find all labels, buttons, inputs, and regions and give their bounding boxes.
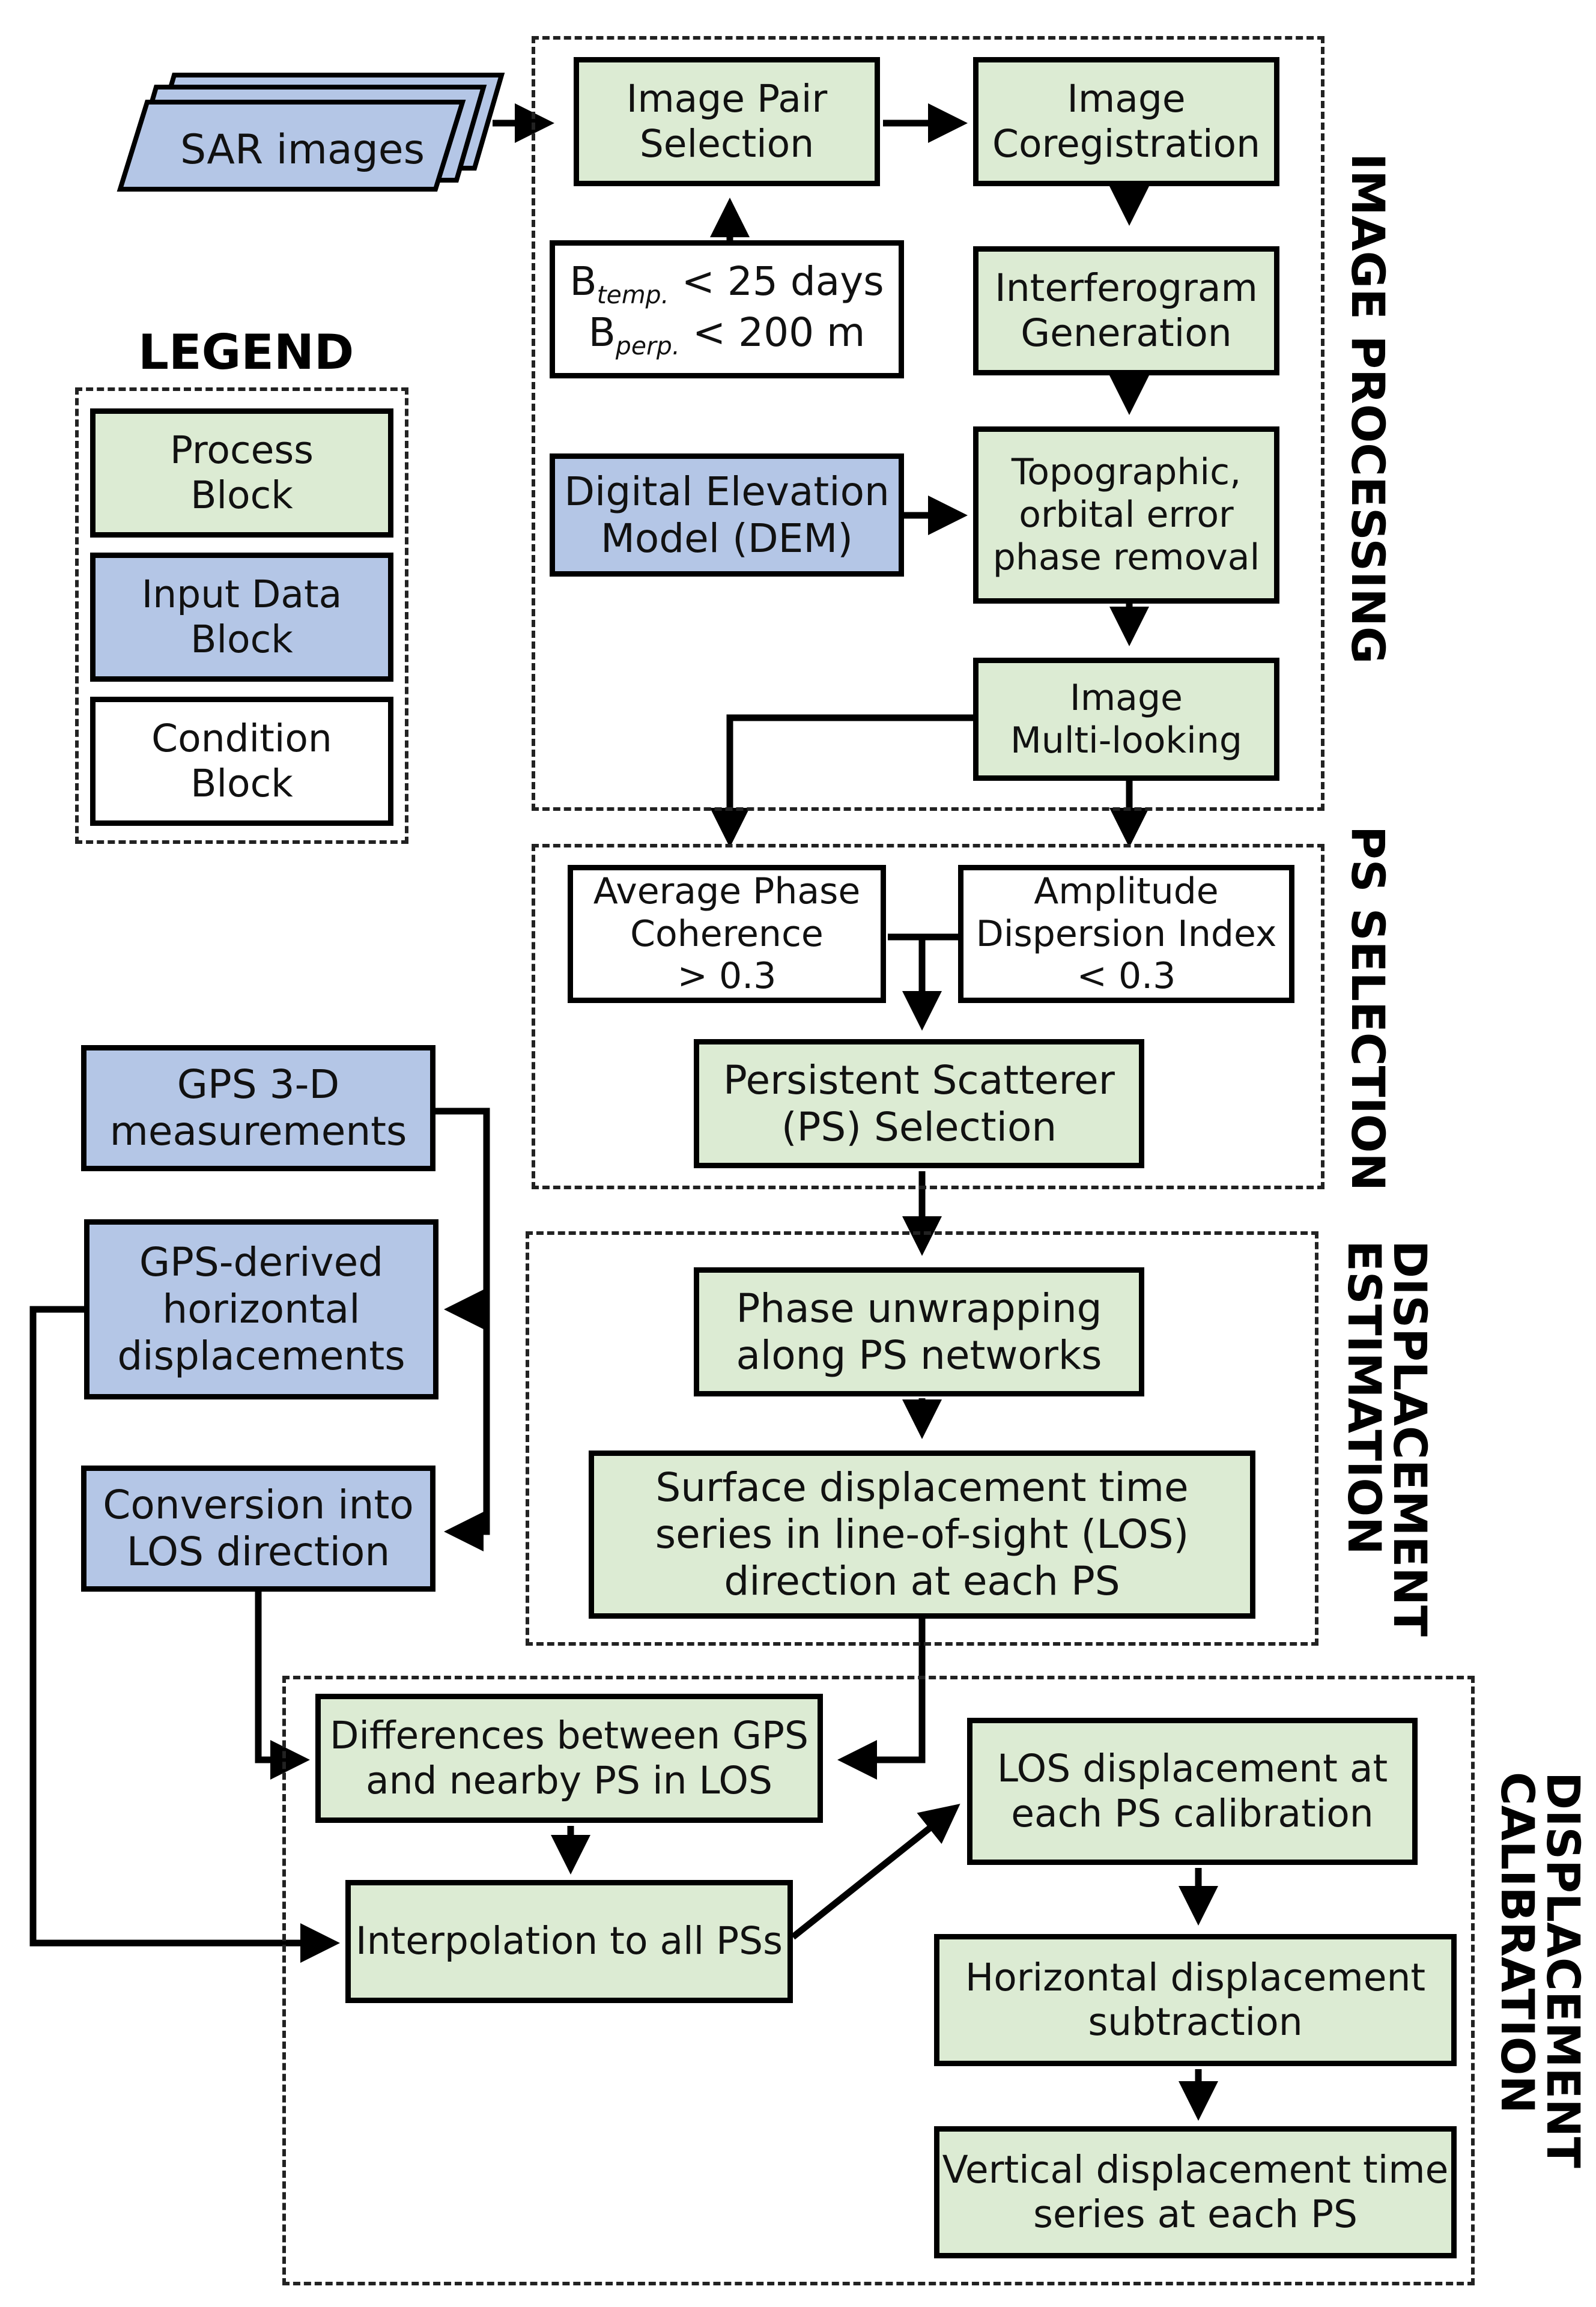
- los-displacement-calibration: LOS displacement at each PS calibration: [967, 1718, 1418, 1865]
- amplitude-dispersion-condition: Amplitude Dispersion Index < 0.3: [958, 865, 1294, 1003]
- legend-condition-label: Condition Block: [151, 717, 332, 805]
- phase-unwrapping-label: Phase unwrapping along PS networks: [736, 1285, 1102, 1378]
- interferogram-generation: Interferogram Generation: [973, 246, 1279, 375]
- surface-displacement-time-series: Surface displacement time series in line…: [589, 1451, 1255, 1619]
- temporal-baseline-symbol: B: [569, 258, 597, 305]
- interpolation-all-ps: Interpolation to all PSs: [345, 1880, 793, 2003]
- image-pair-selection: Image Pair Selection: [574, 57, 880, 186]
- image-multilooking: Image Multi-looking: [973, 658, 1279, 781]
- sar-stack-front: [117, 100, 466, 192]
- region-displacement-calibration: [282, 1676, 1475, 2285]
- image-pair-selection-label: Image Pair Selection: [626, 77, 828, 166]
- image-coregistration: Image Coregistration: [973, 57, 1279, 186]
- region-image-processing: [532, 36, 1324, 811]
- arrow-interpolation-to-los: [790, 1804, 960, 1940]
- temporal-baseline-subscript: temp.: [596, 280, 669, 309]
- gps-3d-measurements: GPS 3-D measurements: [81, 1045, 435, 1171]
- conversion-los-direction: Conversion into LOS direction: [81, 1466, 435, 1592]
- topographic-phase-removal: Topographic, orbital error phase removal: [973, 426, 1279, 604]
- section-title-ps-selection: PS SELECTION: [1341, 826, 1395, 1191]
- legend-title: LEGEND: [138, 324, 354, 380]
- arrow-horizontal-to-interpolation: [29, 1306, 340, 1963]
- arrow-conversion-to-differences: [255, 1592, 310, 1780]
- arrow-gps3d-to-conversion: [435, 1108, 490, 1551]
- differences-gps-ps-label: Differences between GPS and nearby PS in…: [330, 1714, 809, 1802]
- differences-gps-ps: Differences between GPS and nearby PS in…: [315, 1694, 823, 1823]
- los-displacement-calibration-label: LOS displacement at each PS calibration: [997, 1747, 1388, 1836]
- arrow-surface-to-differences: [837, 1619, 926, 1780]
- topographic-phase-removal-label: Topographic, orbital error phase removal: [992, 451, 1260, 578]
- legend-condition-block: Condition Block: [90, 697, 393, 826]
- arrow-conditions-to-ps: [888, 933, 961, 1024]
- persistent-scatterer-selection-label: Persistent Scatterer (PS) Selection: [723, 1056, 1115, 1150]
- temporal-baseline-threshold: < 25 days: [669, 258, 884, 305]
- interpolation-all-ps-label: Interpolation to all PSs: [356, 1919, 783, 1963]
- region-ps-selection: [532, 844, 1324, 1189]
- horizontal-displacement-subtraction-label: Horizontal displacement subtraction: [965, 1955, 1426, 2044]
- interferogram-generation-label: Interferogram Generation: [995, 266, 1258, 355]
- persistent-scatterer-selection: Persistent Scatterer (PS) Selection: [694, 1039, 1144, 1168]
- average-phase-coherence-condition: Average Phase Coherence > 0.3: [568, 865, 886, 1003]
- perpendicular-baseline-condition: Bperp. < 200 m: [589, 309, 866, 360]
- surface-displacement-label: Surface displacement time series in line…: [655, 1464, 1189, 1604]
- horizontal-displacement-subtraction: Horizontal displacement subtraction: [934, 1934, 1457, 2066]
- dem-label: Digital Elevation Model (DEM): [564, 468, 890, 562]
- legend-process-label: Process Block: [170, 428, 314, 517]
- gps-horizontal-displacements: GPS-derived horizontal displacements: [84, 1219, 438, 1399]
- section-title-displacement-estimation: DISPLACEMENT ESTIMATION: [1338, 1240, 1437, 1637]
- gps-horizontal-displacements-label: GPS-derived horizontal displacements: [117, 1239, 405, 1379]
- amplitude-dispersion-label: Amplitude Dispersion Index < 0.3: [976, 870, 1277, 998]
- phase-unwrapping: Phase unwrapping along PS networks: [694, 1267, 1144, 1396]
- legend-input-label: Input Data Block: [141, 572, 342, 661]
- region-displacement-estimation: [526, 1231, 1318, 1646]
- legend-process-block: Process Block: [90, 408, 393, 538]
- image-coregistration-label: Image Coregistration: [992, 77, 1260, 166]
- vertical-displacement-label: Vertical displacement time series at eac…: [942, 2147, 1449, 2236]
- perpendicular-baseline-subscript: perp.: [615, 332, 680, 361]
- arrow-multilook-to-coherence: [710, 714, 979, 847]
- image-multilooking-label: Image Multi-looking: [1010, 676, 1242, 762]
- gps-3d-measurements-label: GPS 3-D measurements: [109, 1061, 407, 1154]
- legend-box: [75, 387, 408, 844]
- dem-input: Digital Elevation Model (DEM): [550, 453, 904, 577]
- baseline-condition: Btemp. < 25 days Bperp. < 200 m: [550, 240, 904, 378]
- perpendicular-baseline-symbol: B: [588, 309, 616, 356]
- vertical-displacement-time-series: Vertical displacement time series at eac…: [934, 2126, 1457, 2258]
- section-title-displacement-calibration: DISPLACEMENT CALIBRATION: [1491, 1772, 1590, 2168]
- legend-input-block: Input Data Block: [90, 553, 393, 682]
- temporal-baseline-condition: Btemp. < 25 days: [569, 258, 884, 309]
- conversion-los-direction-label: Conversion into LOS direction: [103, 1482, 414, 1575]
- sar-images-label: SAR images: [180, 126, 425, 174]
- average-phase-coherence-label: Average Phase Coherence > 0.3: [593, 870, 861, 998]
- section-title-image-processing: IMAGE PROCESSING: [1341, 153, 1395, 664]
- perpendicular-baseline-threshold: < 200 m: [679, 309, 866, 356]
